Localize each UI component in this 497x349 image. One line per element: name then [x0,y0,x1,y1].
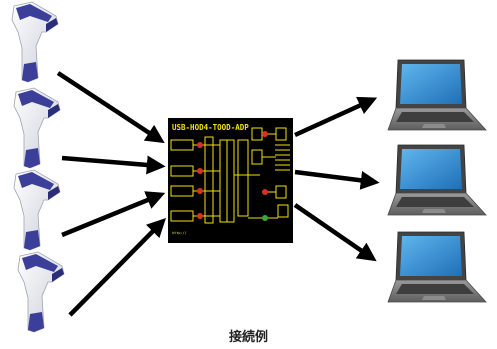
barcode-scanner-2 [13,87,61,169]
svg-text:http://: http:// [172,231,187,235]
laptop-3 [387,231,487,303]
arrow-scanner1-to-adapter [56,71,165,144]
barcode-scanner-4 [17,251,65,333]
arrow-scanner3-to-adapter [61,191,166,238]
arrow-adapter-to-laptop2 [294,169,380,190]
arrow-scanner2-to-adapter [61,155,166,175]
adapter-board: USB-HOD4-TOOD-ADP [168,118,293,243]
barcode-scanner-3 [13,169,61,251]
arrow-adapter-to-laptop3 [293,203,377,262]
caption: 接続例 [228,330,268,345]
board-title: USB-HOD4-TOOD-ADP [172,123,249,132]
arrow-adapter-to-laptop1 [294,96,378,138]
arrow-scanner4-to-adapter [68,217,166,317]
laptop-2 [387,144,487,216]
laptop-1 [387,59,487,131]
barcode-scanner-1 [11,1,59,83]
